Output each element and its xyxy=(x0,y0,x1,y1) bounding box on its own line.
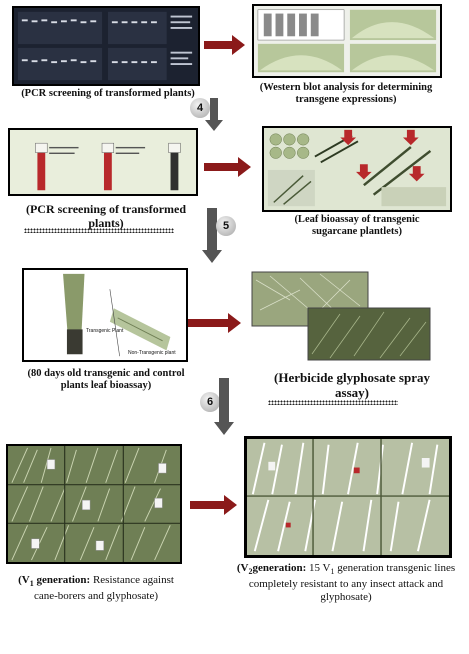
arrow-down-4 xyxy=(205,98,223,131)
pcr-caption-2: (PCR screening of transformed plants) xyxy=(16,202,196,230)
pcr-caption-2-line2: plants) xyxy=(88,216,124,230)
v2-generation-field-image xyxy=(244,436,452,558)
step-4-badge: 4 xyxy=(190,98,210,118)
dotted-underline-2 xyxy=(24,228,174,233)
glyphosate-spray-caption-line1: (Herbicide glyphosate spray xyxy=(274,370,430,385)
v1-generation-label: generation: xyxy=(33,574,91,586)
step-6-badge: 6 xyxy=(200,392,220,412)
v1-generation-caption-line2: cane-borers and glyphosate) xyxy=(33,590,158,603)
v2-generation-subscript-2: 1 xyxy=(330,567,335,577)
western-blot-caption: (Western blot analysis for determining t… xyxy=(238,82,454,106)
leaf-bioassay-80days-caption: (80 days old transgenic and control plan… xyxy=(8,368,204,392)
dotted-underline-3 xyxy=(268,400,398,405)
arrow-right-3 xyxy=(188,313,241,333)
v2-generation-caption-line1: (V2generation: 15 V1 generation transgen… xyxy=(226,562,466,578)
pcr-gel-image xyxy=(12,6,200,86)
v2-generation-subscript: 2 xyxy=(248,567,253,577)
v1-generation-caption: (V1 generation: Resistance against cane-… xyxy=(6,574,186,603)
v1-generation-subscript: 1 xyxy=(29,579,34,589)
leaf-bioassay-80days-image: Transgenic Plant Non-Transgenic plant xyxy=(22,268,188,362)
leaf-bioassay-caption: (Leaf bioassay of transgenic sugarcane p… xyxy=(264,214,450,238)
v2-generation-caption-line3: glyphosate) xyxy=(320,591,372,604)
v2-generation-label-prefix: (V xyxy=(236,562,249,574)
western-blot-image xyxy=(252,4,442,78)
arrow-right-2 xyxy=(204,157,251,177)
pcr-caption-1-text: (PCR screening of transformed plants) xyxy=(21,88,195,99)
glyphosate-spray-image xyxy=(250,270,432,362)
arrow-right-1 xyxy=(204,35,245,55)
v2-generation-caption: (V2generation: 15 V1 generation transgen… xyxy=(226,562,466,604)
v2-generation-caption-line2: completely resistant to any insect attac… xyxy=(248,578,444,591)
glyphosate-spray-caption-line2: assay) xyxy=(335,385,369,400)
v1-generation-field-image xyxy=(6,444,182,564)
v1-generation-caption-line1: (V1 generation: Resistance against xyxy=(6,574,186,590)
step-5-badge: 5 xyxy=(216,216,236,236)
leaf-bioassay-caption-line2: sugarcane plantlets) xyxy=(312,226,402,237)
v2-generation-label: generation: xyxy=(252,562,307,574)
pcr-plants-image xyxy=(8,128,198,196)
pcr-caption-1: (PCR screening of transformed plants) xyxy=(8,88,208,100)
leaf-bioassay-80days-caption-line1: (80 days old transgenic and control xyxy=(27,368,185,379)
v1-generation-label-prefix: (V xyxy=(18,574,30,586)
v2-generation-desc-a: 15 V xyxy=(306,562,331,574)
v2-generation-desc-b: generation transgenic lines xyxy=(334,562,456,574)
arrow-right-4 xyxy=(190,495,237,515)
leaf-bioassay-caption-line1: (Leaf bioassay of transgenic xyxy=(294,214,420,225)
transgenic-plant-label: Transgenic Plant xyxy=(86,328,124,334)
western-blot-caption-line1: (Western blot analysis for determining xyxy=(259,82,433,93)
arrow-down-5 xyxy=(202,208,222,263)
leaf-bioassay-80days-caption-line2: plants leaf bioassay) xyxy=(60,380,152,391)
western-blot-caption-line2: transgene expressions) xyxy=(295,94,397,105)
pcr-caption-2-line1: (PCR screening of transformed xyxy=(25,202,187,216)
leaf-bioassay-image xyxy=(262,126,452,212)
v1-generation-desc: Resistance against xyxy=(90,574,174,586)
arrow-down-6 xyxy=(214,378,234,435)
non-transgenic-plant-label: Non-Transgenic plant xyxy=(128,350,176,356)
glyphosate-spray-caption: (Herbicide glyphosate spray assay) xyxy=(252,370,452,400)
